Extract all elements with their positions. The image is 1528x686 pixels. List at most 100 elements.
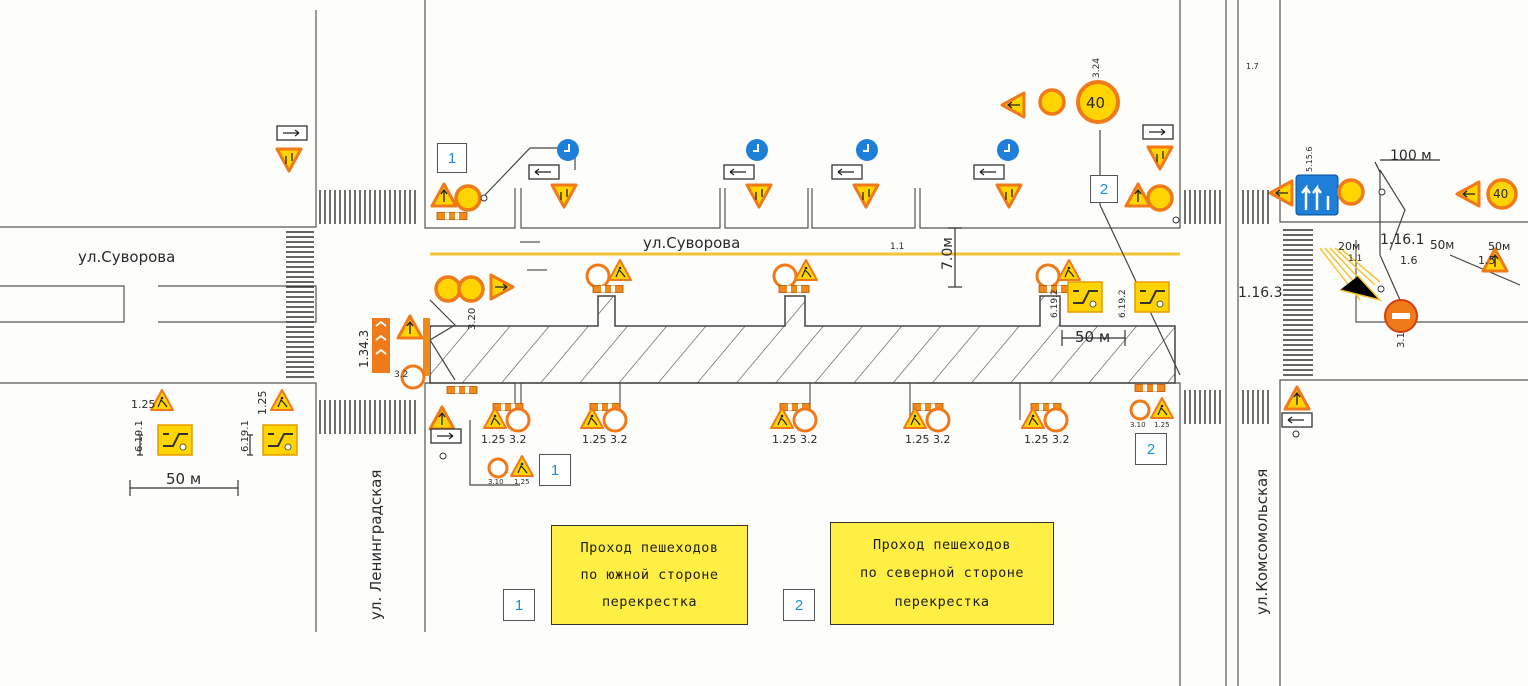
narrowing-sign-icon: [995, 183, 1023, 209]
plate-icon: [831, 164, 863, 180]
barrier-icon: [436, 212, 468, 220]
barrier-icon: [446, 386, 478, 394]
overtaking-ban-sign-icon: [1337, 178, 1365, 206]
narrowing-sign-icon: [1283, 385, 1311, 411]
plate-icon: [1142, 124, 1174, 140]
speed-limit-value: 40: [1086, 94, 1106, 112]
no-pedestrian-sign-icon: [1129, 399, 1151, 421]
plate-icon: [1281, 412, 1313, 428]
note-line: Проход пешеходов: [580, 539, 719, 556]
note-north-passage: Проход пешеходов по северной стороне пер…: [830, 522, 1054, 625]
sign-pair-label: 1.25 3.2: [481, 433, 527, 446]
marking-code-label: 1.16.3: [1238, 285, 1283, 301]
narrowing-sign-icon: [1124, 182, 1152, 208]
sign-pair-label: 1.25 3.2: [582, 433, 628, 446]
marking-code-label: 1.1: [1348, 254, 1363, 264]
dimension-lines: [129, 159, 1440, 496]
note-line: Проход пешеходов: [872, 537, 1012, 554]
sign-small-label: 3.10: [488, 478, 504, 486]
plate-6-19-icon: [276, 125, 308, 141]
note-line: перекрестка: [894, 593, 990, 610]
work-zone: [429, 295, 1176, 384]
note-south-passage: Проход пешеходов по южной стороне перекр…: [551, 525, 748, 625]
narrowing-sign-icon: [275, 147, 303, 173]
sign-code-label: 6.19.2: [1050, 289, 1060, 318]
note-line: по южной стороне: [580, 566, 719, 583]
zone-number-box: 2: [1090, 175, 1118, 203]
clock-sign-icon: [556, 138, 580, 162]
route-lines: [429, 130, 1521, 486]
no-pedestrian-sign-icon: [487, 457, 509, 479]
direction-arrows: [520, 241, 547, 271]
no-pedestrian-sign-icon: [454, 184, 482, 212]
barrier-icon: [423, 318, 430, 376]
no-pedestrian-sign-icon: [585, 263, 611, 289]
overtaking-ban-sign-icon: [457, 275, 485, 303]
barrier-icon: [592, 285, 624, 293]
zone-number-box: 1: [437, 143, 467, 173]
plate-icon: [723, 164, 755, 180]
narrowing-sign-icon: [430, 182, 458, 208]
sign-code-label: 5.15.6: [1305, 146, 1314, 172]
narrowing-sign-icon: [489, 273, 515, 301]
speed-limit-value: 40: [1493, 187, 1509, 201]
roadwork-sign-icon: [1150, 397, 1174, 419]
speed-limit-sign-icon: [1076, 80, 1120, 124]
overtaking-ban-sign-icon: [1038, 88, 1066, 116]
street-label-suvorova-left: ул.Суворова: [78, 248, 176, 266]
sign-pair-label: 1.25 3.2: [1024, 433, 1070, 446]
narrowing-sign-icon: [550, 183, 578, 209]
sign-pair-label: 1.25 3.2: [905, 433, 951, 446]
sign-code-label: 3.24: [1092, 57, 1102, 78]
zone-number-box: 1: [539, 454, 571, 486]
speed-limit-sign-icon: [434, 275, 462, 303]
no-pedestrian-sign-icon: [772, 263, 798, 289]
marking-code-label: 1.6: [1400, 254, 1418, 267]
zone-number-box: 2: [783, 589, 815, 621]
marking-code-label: 1.16.1: [1380, 232, 1425, 248]
clock-sign-icon: [745, 138, 769, 162]
narrowing-sign-icon: [1455, 180, 1481, 208]
street-label-leningradskaya: ул. Ленинградская: [367, 469, 385, 620]
sign-code-label: 1.25: [131, 398, 156, 411]
narrowing-sign-icon: [852, 183, 880, 209]
speed-limit-sign-icon: [1486, 178, 1518, 210]
narrowing-sign-icon: [396, 314, 424, 340]
detour-sign-icon: [157, 424, 193, 456]
distance-label: 50 м: [1075, 328, 1111, 346]
narrowing-sign-icon: [1268, 179, 1294, 207]
note-line: по северной стороне: [860, 565, 1024, 582]
street-label-komsomolskaya: ул.Комсомольская: [1253, 468, 1271, 615]
roadwork-sign-icon: [270, 389, 294, 411]
sign-code-label: 3.20: [467, 307, 478, 330]
narrowing-sign-icon: [1000, 91, 1026, 119]
narrowing-sign-icon: [428, 405, 456, 431]
street-label-suvorova-mid: ул.Суворова: [643, 234, 741, 252]
no-pedestrian-sign-icon: [1146, 184, 1174, 212]
sign-code-label: 1.25: [256, 390, 269, 416]
roadwork-sign-icon: [510, 455, 534, 477]
sign-small-label: 3.10: [1130, 421, 1146, 429]
note-line: перекрестка: [602, 594, 697, 611]
distance-label: 50м: [1430, 238, 1455, 252]
zone-number-box: 1: [503, 589, 535, 621]
sign-code-label: 6.19.1: [240, 420, 251, 452]
distance-label: 20м: [1338, 240, 1361, 253]
barrier-icon: [1134, 384, 1166, 392]
width-label: 7.0м: [940, 237, 956, 270]
roadwork-sign-icon: [608, 259, 632, 281]
plate-icon: [528, 164, 560, 180]
clock-sign-icon: [855, 138, 879, 162]
crosswalks-vertical: [286, 229, 1313, 378]
sign-small-label: 1.25: [514, 478, 530, 486]
detour-sign-icon: [262, 424, 298, 456]
marking-code-label: 1.34.3: [357, 329, 371, 368]
sign-code-label: 3.1: [1396, 332, 1407, 348]
detour-sign-icon: [1067, 281, 1103, 313]
narrowing-sign-icon: [745, 183, 773, 209]
sign-code-label: 3.2: [394, 370, 409, 380]
south-sign-group: [483, 403, 1069, 433]
barrier-icon: [778, 285, 810, 293]
roadwork-sign-icon: [794, 259, 818, 281]
